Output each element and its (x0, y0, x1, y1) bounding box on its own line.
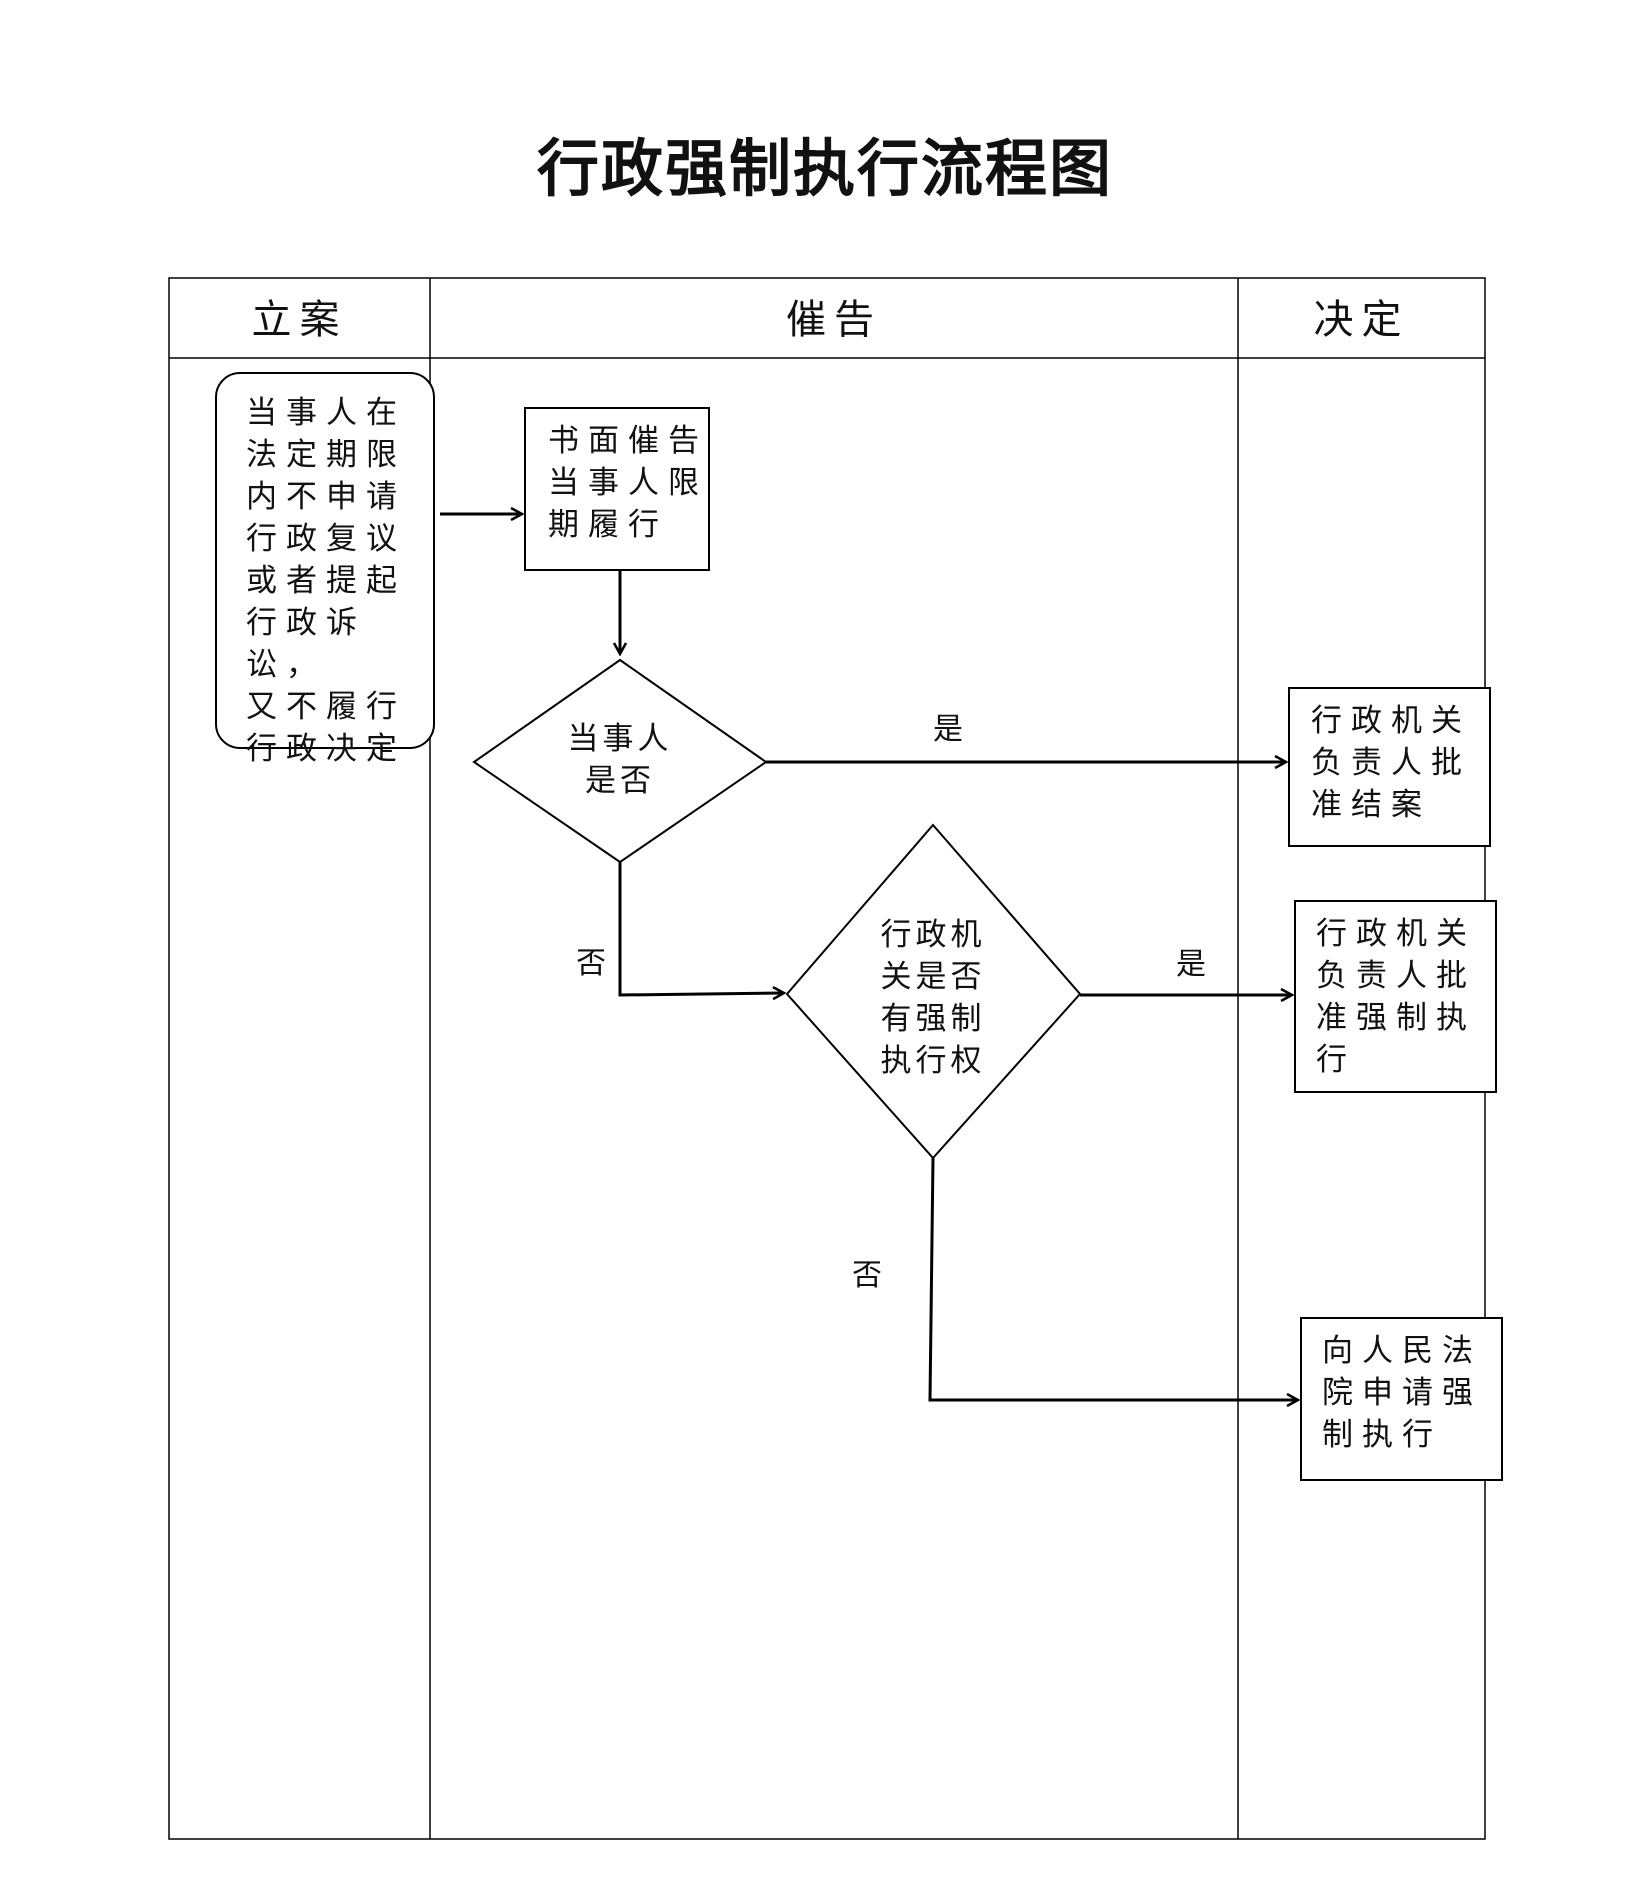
apply-court-box (1300, 1317, 1503, 1481)
edge-label-yes-1: 是 (933, 712, 963, 747)
close-case-text: 行政机关 负责人批 准结案 (1311, 703, 1471, 823)
start-node-box (215, 372, 435, 749)
notice-node-box (524, 407, 710, 571)
apply-court-text: 向人民法 院申请强 制执行 (1322, 1333, 1482, 1453)
arrow-decision1-no (618, 862, 784, 995)
start-node-text: 当事人在 法定期限 内不申请 行政复议 或者提起 行政诉讼， 又不履行 行政决定 (246, 395, 406, 767)
arrow-decision2-no (928, 1157, 1298, 1400)
close-case-box (1288, 687, 1491, 847)
decision2-text: 行政机 关是否 有强制 执行权 (880, 917, 986, 1079)
edge-label-no-1: 否 (576, 946, 606, 981)
edge-label-no-2: 否 (852, 1258, 882, 1293)
decision1-text: 当事人 是否 (567, 721, 673, 799)
edge-label-yes-2: 是 (1176, 947, 1206, 982)
lane-header-cuigao: 催告 (786, 297, 882, 343)
approve-enforce-text: 行政机关 负责人批 准强制执 行 (1316, 916, 1476, 1078)
page-title: 行政强制执行流程图 (536, 132, 1113, 205)
approve-enforce-box (1294, 900, 1497, 1093)
notice-node-text: 书面催告 当事人限 期履行 (548, 423, 708, 543)
lane-header-lian: 立案 (251, 297, 348, 343)
lane-header-jueding: 决定 (1313, 297, 1410, 343)
